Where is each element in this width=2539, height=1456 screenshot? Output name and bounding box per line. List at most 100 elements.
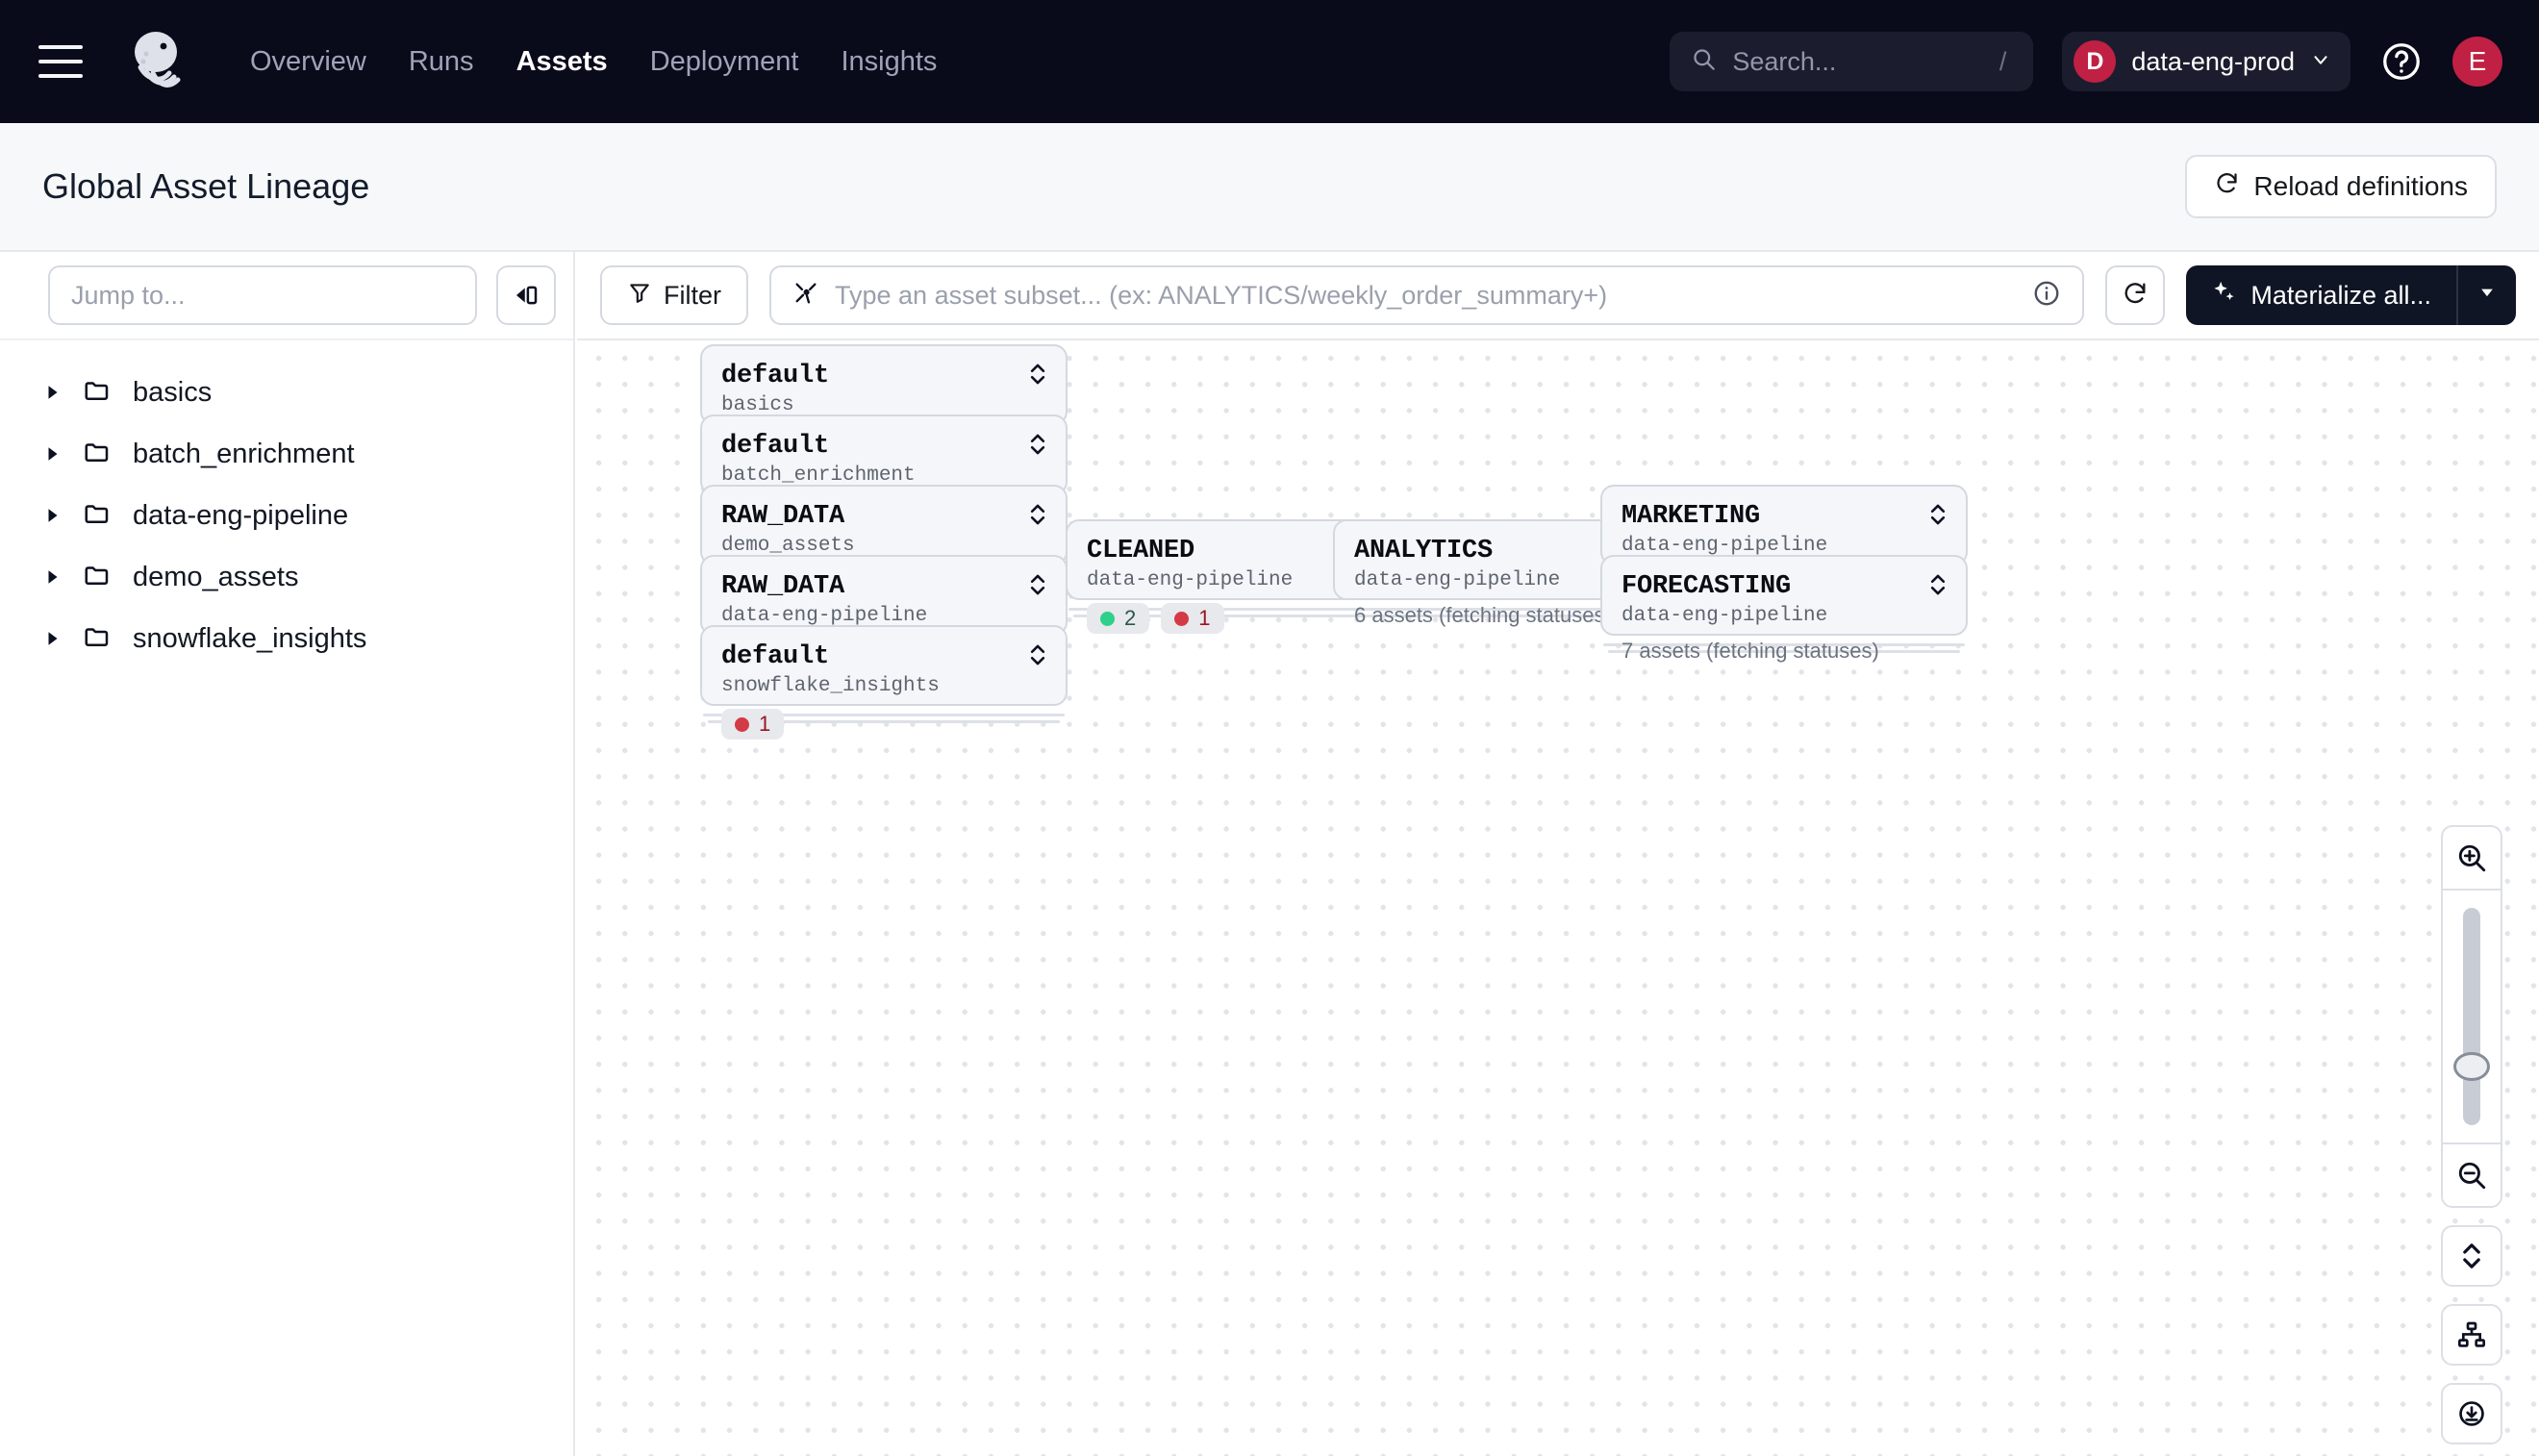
node-repo: data-eng-pipeline: [1354, 569, 1561, 591]
status-badge-failed[interactable]: 1: [1161, 603, 1224, 634]
deployment-switcher[interactable]: D data-eng-prod: [2062, 32, 2350, 91]
info-circle-icon[interactable]: [2032, 279, 2061, 313]
asset-group-sidebar: Jump to... basics: [0, 252, 575, 1456]
asset-subset-input[interactable]: Type an asset subset... (ex: ANALYTICS/w…: [769, 265, 2085, 325]
materialize-all-button[interactable]: Materialize all...: [2186, 265, 2516, 325]
status-badge-failed[interactable]: 1: [721, 709, 785, 740]
help-question-icon[interactable]: [2379, 39, 2424, 84]
node-title: default: [721, 362, 830, 390]
expand-collapse-icon[interactable]: [1027, 362, 1048, 391]
node-repo: demo_assets: [721, 535, 855, 557]
nav-link-overview[interactable]: Overview: [250, 45, 366, 77]
sidebar-item-demo_assets[interactable]: demo_assets: [0, 546, 573, 608]
global-search-input[interactable]: Search... /: [1670, 32, 2034, 91]
zoom-out-icon[interactable]: [2443, 1144, 2501, 1206]
sidebar-item-batch_enrichment[interactable]: batch_enrichment: [0, 423, 573, 485]
status-count: 1: [1198, 606, 1211, 630]
zoom-slider[interactable]: [2443, 891, 2501, 1142]
expand-collapse-icon[interactable]: [1927, 502, 1948, 532]
zoom-controls: [2441, 825, 2502, 1444]
reload-definitions-button[interactable]: Reload definitions: [2185, 155, 2497, 218]
page-header: Global Asset Lineage Reload definitions: [0, 123, 2539, 252]
sidebar-search-row: Jump to...: [0, 252, 573, 340]
dagster-logo[interactable]: [123, 27, 192, 96]
node-title: default: [721, 432, 830, 461]
asset-selection-icon: [792, 280, 819, 312]
nav-right-cluster: Search... / D data-eng-prod E: [1670, 32, 2502, 91]
hierarchy-layout-icon[interactable]: [2441, 1304, 2502, 1366]
zoom-in-icon[interactable]: [2443, 827, 2501, 889]
node-title: RAW_DATA: [721, 572, 845, 601]
jump-to-input[interactable]: Jump to...: [48, 265, 477, 325]
node-stack-shadow: [700, 710, 1068, 723]
asset-lineage-canvas[interactable]: default basics 3 default batch_enrichmen…: [577, 340, 2539, 1456]
materialize-dropdown-chevron-down-icon[interactable]: [2458, 283, 2516, 308]
node-title: ANALYTICS: [1354, 537, 1494, 565]
nav-link-insights[interactable]: Insights: [841, 45, 938, 77]
expand-collapse-icon[interactable]: [1027, 502, 1048, 532]
graph-toolbar: Filter Type an asset subset... (ex: ANAL…: [577, 252, 2539, 340]
asset-group-node-batch-enrichment[interactable]: default batch_enrichment 2: [700, 414, 1068, 529]
asset-group-node-raw-data-demo-assets[interactable]: RAW_DATA demo_assets 1: [700, 485, 1068, 599]
node-repo: data-eng-pipeline: [721, 605, 928, 627]
materialize-all-label: Materialize all...: [2250, 280, 2431, 310]
hamburger-menu-icon[interactable]: [38, 45, 83, 78]
deployment-name: data-eng-prod: [2131, 46, 2295, 76]
chevron-right-icon[interactable]: [44, 445, 62, 463]
node-title: default: [721, 642, 830, 671]
zoom-slider-group: [2441, 825, 2502, 1208]
deployment-badge: D: [2074, 40, 2117, 83]
node-fetching-status: 6 assets (fetching statuses): [1354, 603, 1612, 627]
node-stack-shadow: [1066, 604, 1433, 617]
folder-icon: [83, 622, 112, 656]
filter-button[interactable]: Filter: [600, 265, 748, 325]
asset-group-node-raw-data-pipeline[interactable]: RAW_DATA data-eng-pipeline 2: [700, 555, 1068, 669]
expand-collapse-icon[interactable]: [1027, 432, 1048, 462]
top-navigation-bar: Overview Runs Assets Deployment Insights…: [0, 0, 2539, 123]
status-badge-success[interactable]: 2: [1087, 603, 1150, 634]
folder-icon: [83, 376, 112, 410]
asset-group-node-marketing[interactable]: MARKETING data-eng-pipeline 3: [1600, 485, 1968, 599]
asset-group-node-basics[interactable]: default basics 3: [700, 344, 1068, 459]
chevron-right-icon[interactable]: [44, 384, 62, 401]
search-shortcut-hint: /: [1999, 46, 2007, 76]
nav-link-runs[interactable]: Runs: [408, 45, 474, 77]
download-icon[interactable]: [2441, 1383, 2502, 1444]
user-avatar[interactable]: E: [2452, 37, 2502, 87]
sidebar-item-label: batch_enrichment: [133, 438, 355, 469]
node-repo: batch_enrichment: [721, 464, 916, 487]
zoom-slider-thumb[interactable]: [2453, 1052, 2490, 1081]
folder-icon: [83, 499, 112, 533]
asset-group-node-snowflake-insights[interactable]: default snowflake_insights 1: [700, 625, 1068, 740]
nav-link-assets[interactable]: Assets: [515, 45, 608, 77]
sidebar-item-snowflake_insights[interactable]: snowflake_insights: [0, 608, 573, 669]
node-title: RAW_DATA: [721, 502, 845, 531]
refresh-graph-button[interactable]: [2105, 265, 2166, 325]
sidebar-item-basics[interactable]: basics: [0, 362, 573, 423]
search-placeholder: Search...: [1732, 46, 1837, 76]
collapse-panel-icon[interactable]: [496, 265, 556, 325]
node-repo: data-eng-pipeline: [1087, 569, 1294, 591]
status-dot-failed: [735, 716, 749, 732]
chevron-right-icon[interactable]: [44, 630, 62, 647]
asset-group-node-forecasting[interactable]: FORECASTING data-eng-pipeline 7 assets (…: [1600, 555, 1968, 663]
sidebar-item-data-eng-pipeline[interactable]: data-eng-pipeline: [0, 485, 573, 546]
status-count: 1: [759, 712, 771, 736]
status-dot-success: [1100, 611, 1115, 626]
node-fetching-status: 7 assets (fetching statuses): [1621, 639, 1879, 663]
asset-subset-placeholder: Type an asset subset... (ex: ANALYTICS/w…: [835, 280, 1608, 310]
reload-definitions-label: Reload definitions: [2253, 171, 2468, 201]
zoom-divider: [2443, 889, 2501, 891]
chevron-right-icon[interactable]: [44, 507, 62, 524]
expand-collapse-icon[interactable]: [1027, 642, 1048, 672]
expand-collapse-all-icon[interactable]: [2441, 1225, 2502, 1287]
filter-label: Filter: [664, 280, 721, 310]
chevron-right-icon[interactable]: [44, 568, 62, 586]
sidebar-item-label: snowflake_insights: [133, 622, 367, 654]
search-icon: [1691, 46, 1717, 77]
expand-collapse-icon[interactable]: [1027, 572, 1048, 602]
funnel-icon: [627, 280, 652, 312]
refresh-icon: [2214, 170, 2240, 203]
expand-collapse-icon[interactable]: [1927, 572, 1948, 602]
nav-link-deployment[interactable]: Deployment: [649, 45, 799, 77]
